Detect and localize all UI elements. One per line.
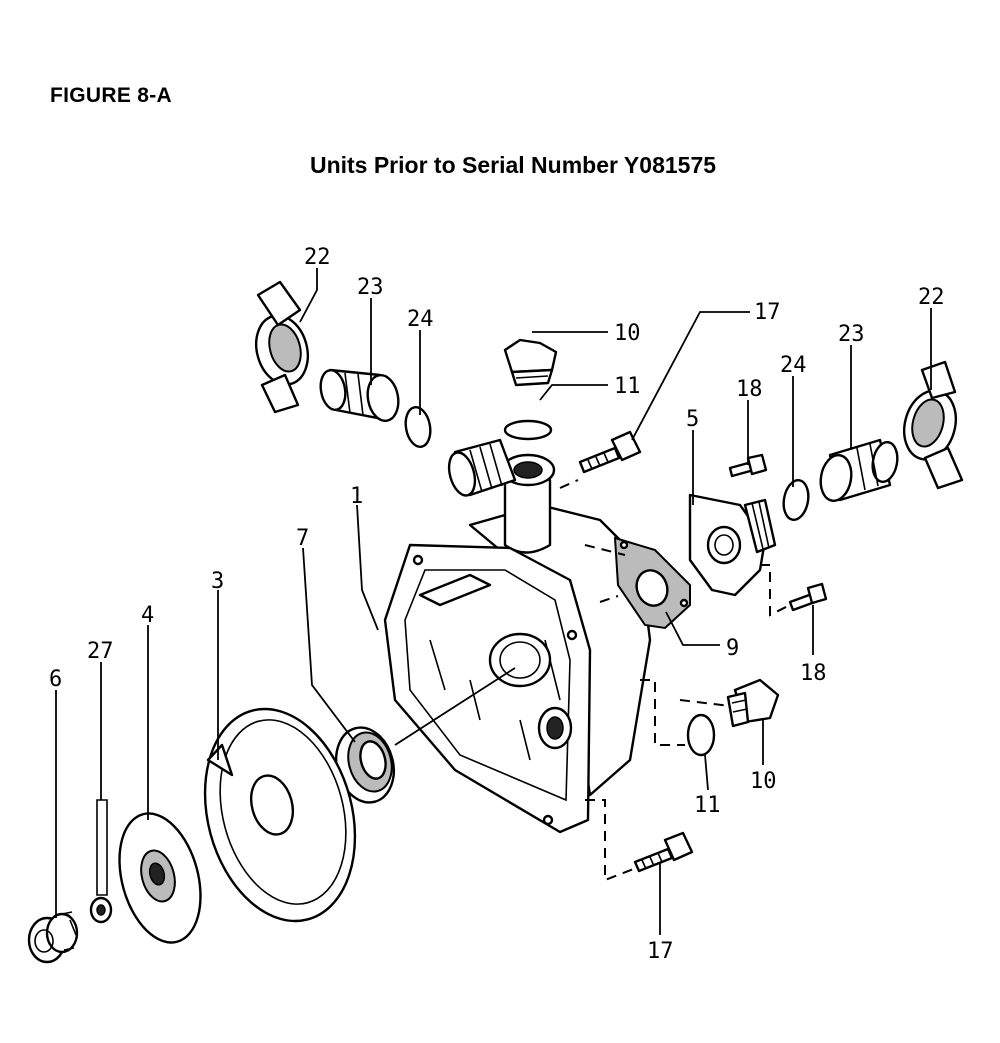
assembly-lines	[559, 479, 791, 882]
callout-labels: 22 23 24 10 11 17 22 23 24 18 5 1 7 3 4 …	[49, 245, 945, 964]
figure-subtitle: Units Prior to Serial Number Y081575	[309, 152, 717, 178]
flange-gasket	[613, 536, 691, 630]
wear-plate	[203, 707, 357, 923]
callout-24-left: 24	[407, 307, 434, 332]
callout-18-top: 18	[736, 377, 763, 402]
impeller-shim	[89, 799, 113, 924]
callout-7: 7	[296, 526, 309, 551]
hose-nipple-left	[319, 368, 400, 422]
mechanical-seal	[335, 726, 395, 804]
bolt-upper-right	[728, 453, 768, 478]
callout-10-side: 10	[750, 769, 777, 794]
wing-nut-right	[903, 360, 964, 490]
callout-18-bottom: 18	[800, 661, 827, 686]
bolt-top	[578, 430, 642, 474]
bolt-lower-right	[788, 582, 828, 612]
wing-nut-left	[255, 280, 309, 414]
fill-plug-top	[503, 338, 558, 387]
callout-17-bottom: 17	[647, 939, 674, 964]
drain-plug	[27, 911, 79, 964]
callout-22-left: 22	[304, 245, 331, 270]
callout-11-side: 11	[694, 793, 721, 818]
callout-23-right: 23	[838, 322, 865, 347]
callout-23-left: 23	[357, 275, 384, 300]
discharge-flange	[688, 493, 777, 597]
callout-6: 6	[49, 667, 62, 692]
callout-9: 9	[726, 636, 739, 661]
callout-10-top: 10	[614, 321, 641, 346]
callout-27: 27	[87, 639, 114, 664]
callout-24-right: 24	[780, 353, 807, 378]
callout-1: 1	[350, 484, 363, 509]
fill-plug-side	[726, 678, 780, 728]
callout-3: 3	[211, 569, 224, 594]
o-ring-top	[503, 419, 553, 441]
callout-5: 5	[686, 407, 699, 432]
callout-11-top: 11	[614, 374, 641, 399]
o-ring-side	[686, 713, 716, 757]
bolt-bottom	[633, 831, 694, 873]
washer-left	[404, 405, 432, 449]
figure-label: FIGURE 8-A	[50, 84, 173, 107]
hose-nipple-right	[819, 438, 899, 502]
callout-22-right: 22	[918, 285, 945, 310]
washer-right	[782, 478, 810, 522]
impeller	[118, 812, 202, 944]
callout-17-top: 17	[754, 300, 781, 325]
leader-lines	[55, 268, 932, 935]
pump-casing	[383, 438, 652, 834]
callout-4: 4	[141, 603, 154, 628]
